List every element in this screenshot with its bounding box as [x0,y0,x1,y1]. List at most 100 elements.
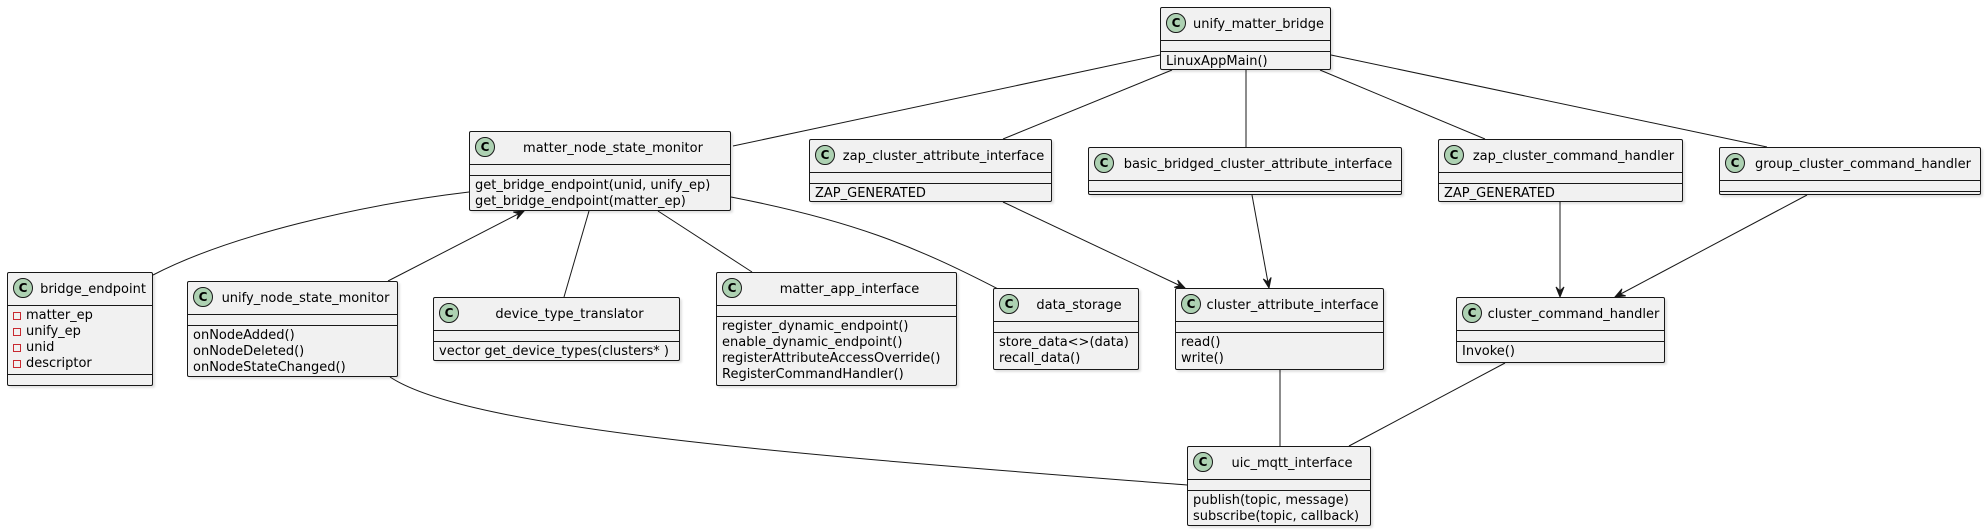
class-methods: Invoke() [1457,342,1664,362]
class-methods [8,375,152,385]
class-method: RegisterCommandHandler() [722,367,904,382]
relation-unify-node-state-monitor-to-matter-node-state-monitor [387,210,525,282]
class-method: onNodeAdded() [193,328,295,343]
class-name: zap_cluster_command_handler [1472,148,1675,164]
class-name: unify_node_state_monitor [221,290,390,306]
field-name: unify_ep [26,324,81,339]
class-fields [434,331,679,342]
relation-matter-node-state-monitor-to-data-storage [730,196,1001,291]
class-methods: vector get_device_types(clusters* ) [434,342,679,362]
class-field: unify_ep [13,324,147,340]
class-method: subscribe(topic, callback) [1193,509,1360,524]
private-visibility-icon [13,328,21,336]
class-name: matter_node_state_monitor [523,140,703,156]
class-stereotype-icon: C [1462,303,1482,323]
class-method: recall_data() [999,351,1081,366]
class-name: cluster_attribute_interface [1206,297,1379,313]
class-method: ZAP_GENERATED [1444,186,1555,201]
class-name: device_type_translator [495,306,644,322]
class-method: onNodeStateChanged() [193,360,346,375]
class-stereotype-icon: C [999,294,1019,314]
class-stereotype-icon: C [475,137,495,157]
arrowhead-icon [1613,288,1626,298]
class-fields [1089,181,1401,192]
class-method: ZAP_GENERATED [815,186,926,201]
relation-unify-matter-bridge-to-zap-cluster-command-handler [1319,69,1486,140]
relation-group-cluster-command-handler-to-cluster-command-handler [1614,194,1808,298]
class-stereotype-icon: C [1193,452,1213,472]
class-stereotype-icon: C [722,278,742,298]
class-stereotype-icon: C [1094,153,1114,173]
class-methods: LinuxAppMain() [1161,52,1330,72]
class-method: write() [1181,351,1224,366]
relation-unify-node-state-monitor-to-uic-mqtt-interface [389,376,1188,486]
class-name: basic_bridged_cluster_attribute_interfac… [1123,156,1393,172]
class-stereotype-icon: C [1166,13,1186,33]
class-stereotype-icon: C [193,287,213,307]
class-fields [1457,331,1664,342]
arrowhead-icon [513,210,526,220]
class-method: enable_dynamic_endpoint() [722,335,903,350]
arrowhead-icon [1555,286,1565,299]
private-visibility-icon [13,344,21,352]
class-methods: read()write() [1176,333,1383,369]
private-visibility-icon [13,312,21,320]
class-stereotype-icon: C [815,145,835,165]
class-stereotype-icon: C [1444,145,1464,165]
class-method: get_bridge_endpoint(matter_ep) [475,194,686,209]
private-visibility-icon [13,360,21,368]
relation-unify-matter-bridge-to-matter-node-state-monitor [732,54,1161,147]
relation-matter-node-state-monitor-to-matter-app-interface [657,210,753,273]
class-name: unify_matter_bridge [1192,16,1324,32]
class-method: registerAttributeAccessOverride() [722,351,941,366]
class-method: LinuxAppMain() [1166,54,1268,69]
field-name: unid [26,340,55,355]
arrowhead-icon [1174,279,1187,289]
class-methods: publish(topic, message)subscribe(topic, … [1188,491,1370,527]
class-name: zap_cluster_attribute_interface [842,148,1045,164]
class-stereotype-icon: C [1725,153,1745,173]
class-method: publish(topic, message) [1193,493,1349,508]
class-fields [810,173,1051,184]
class-name: data_storage [1036,297,1122,313]
class-name: bridge_endpoint [40,281,146,297]
class-fields [1439,173,1682,184]
class-name: cluster_command_handler [1487,306,1660,322]
class-name: group_cluster_command_handler [1754,156,1971,172]
class-stereotype-icon: C [1181,294,1201,314]
class-fields [1176,322,1383,333]
class-methods [1720,192,1980,202]
class-fields [717,306,956,317]
relation-zap-cluster-attribute-interface-to-cluster-attribute-interface [1002,201,1186,289]
class-methods: ZAP_GENERATED [1439,184,1682,204]
relation-unify-matter-bridge-to-group-cluster-command-handler [1330,54,1768,148]
class-methods: onNodeAdded()onNodeDeleted()onNodeStateC… [188,326,397,378]
class-methods: ZAP_GENERATED [810,184,1051,204]
class-fields [1161,41,1330,52]
class-stereotype-icon: C [439,303,459,323]
